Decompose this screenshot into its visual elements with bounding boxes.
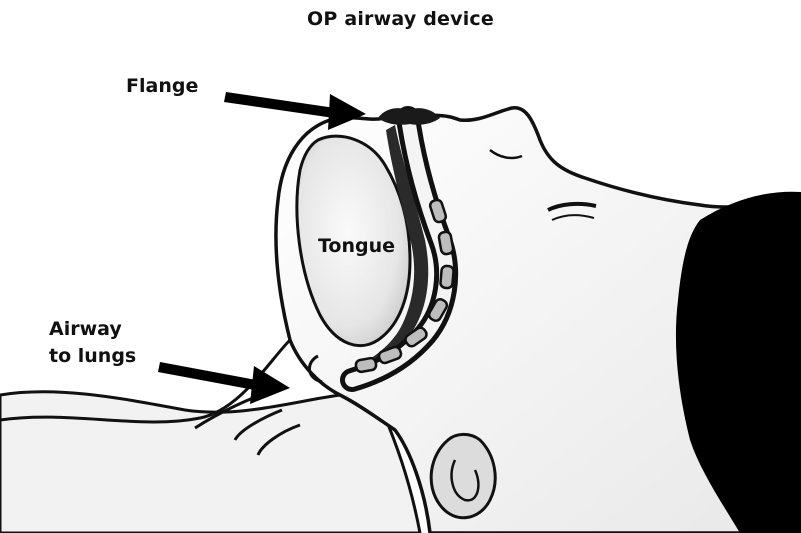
airway-label: Airway to lungs (49, 316, 136, 370)
airway-label-line2: to lungs (49, 343, 136, 370)
airway-label-line1: Airway (49, 316, 136, 343)
flange-label: Flange (126, 73, 198, 100)
tongue-label: Tongue (318, 233, 395, 260)
flange-shape (378, 108, 440, 125)
page-title: OP airway device (0, 8, 801, 30)
airway-arrow (158, 362, 290, 404)
ear-shape (431, 434, 495, 517)
neck-shape (0, 392, 420, 533)
